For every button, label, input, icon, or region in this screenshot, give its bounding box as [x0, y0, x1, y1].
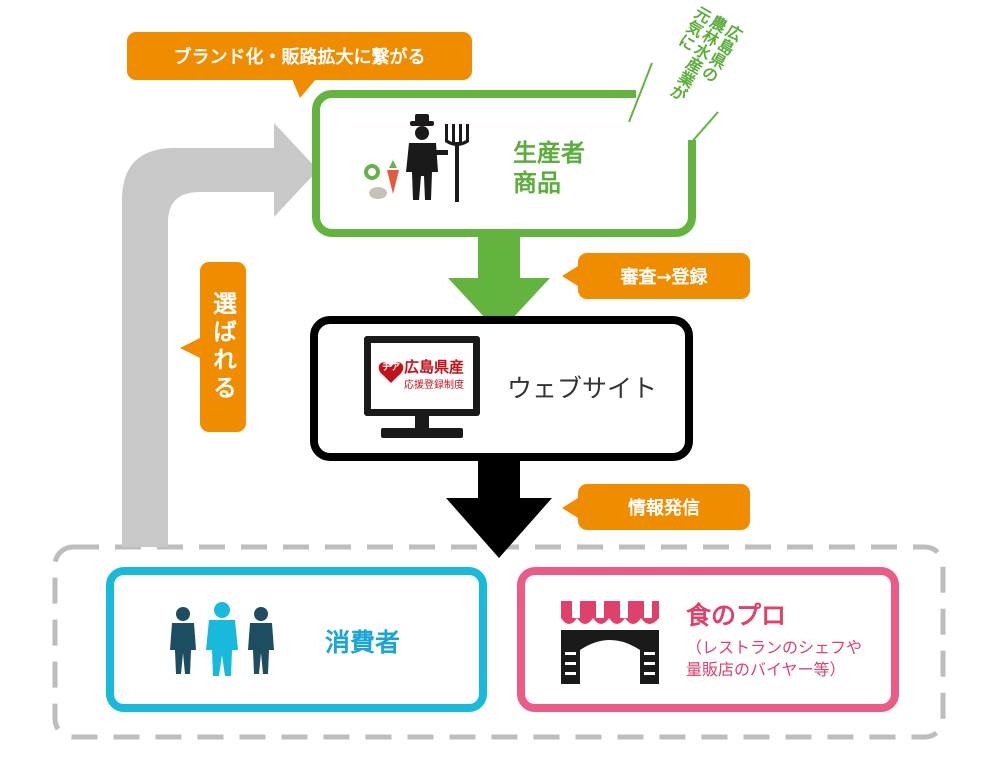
publish-callout-text: 情報発信: [628, 498, 700, 519]
people-icon: [170, 602, 274, 676]
food-pro-detail-line2: 量販店のバイヤー等）: [686, 660, 846, 679]
brand-callout: ブランド化・販路拡大に繋がる: [127, 32, 472, 80]
chosen-callout-text: 選ばれる: [208, 291, 237, 403]
producer-label-line2: 商品: [513, 169, 561, 197]
review-callout-text: 審査→登録: [620, 267, 708, 288]
producer-tag-mask: [636, 70, 696, 140]
vegetables-icon: [364, 160, 399, 199]
publish-callout-pointer: [562, 498, 578, 518]
food-pro-detail-line1: （レストランのシェフや: [686, 638, 863, 657]
chosen-callout-pointer: [180, 338, 200, 358]
brand-callout-pointer: [292, 79, 316, 98]
consumer-box: [106, 567, 487, 712]
producer-box: [312, 90, 696, 237]
brand-callout-text: ブランド化・販路拡大に繋がる: [173, 47, 426, 68]
website-label: ウェブサイト: [507, 374, 658, 403]
return-arrow: [122, 123, 318, 547]
green-down-arrow: [448, 235, 550, 333]
producer-label: 生産者 商品: [513, 138, 585, 198]
food-pro-title: 食のプロ: [686, 601, 787, 630]
publish-callout: 情報発信: [578, 484, 750, 530]
site-logo-subtitle: 応援登録制度: [404, 380, 464, 391]
pitchfork-icon: [445, 124, 469, 202]
review-callout: 審査→登録: [578, 253, 750, 299]
tag-line-right: [689, 111, 719, 145]
producer-label-line1: 生産者: [513, 139, 585, 167]
tag-line-left: [628, 62, 653, 123]
farmer-icon: [406, 114, 448, 200]
chosen-callout: 選ばれる: [200, 262, 246, 432]
monitor-icon: [364, 336, 480, 438]
site-logo-title: 広島県産: [404, 358, 465, 376]
review-callout-pointer: [562, 266, 578, 286]
shop-icon: [561, 601, 659, 684]
consumer-label: 消費者: [325, 628, 401, 657]
black-down-arrow: [446, 458, 552, 558]
site-logo-mark: チア: [381, 363, 400, 373]
